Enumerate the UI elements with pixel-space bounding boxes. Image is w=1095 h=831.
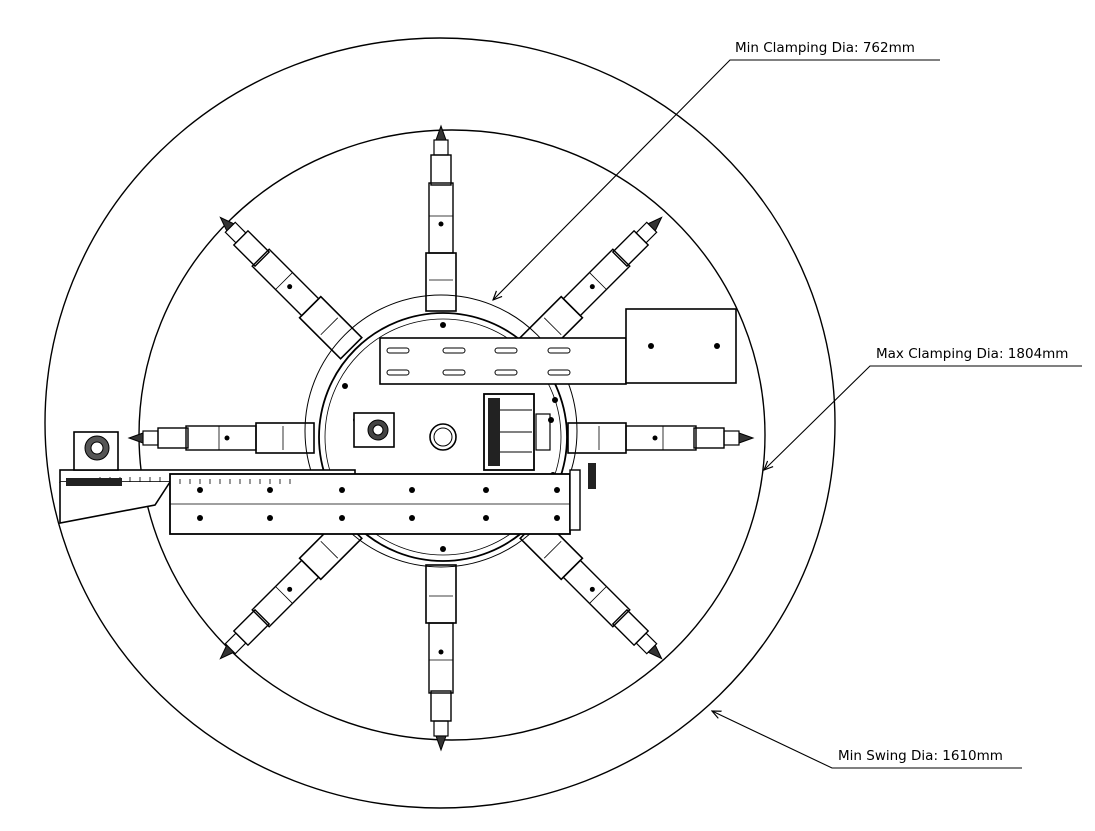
arm-n [425, 125, 457, 312]
max-clamping-circle [44, 37, 836, 809]
max-clamping-leader [764, 365, 1082, 470]
arm-sw [208, 516, 363, 671]
top-mount-plate [379, 308, 737, 385]
min-swing-label: Min Swing Dia: 1610mm [838, 748, 1003, 764]
max-clamping-label: Max Clamping Dia: 1804mm [876, 346, 1068, 362]
min-clamping-label: Min Clamping Dia: 762mm [735, 40, 915, 56]
dimension-leaders [493, 59, 1082, 769]
arm-s [425, 564, 457, 751]
horizontal-rail [59, 431, 596, 535]
arm-e [567, 422, 754, 454]
arm-se [519, 516, 674, 671]
arm-w [128, 422, 315, 454]
min-clamping-circle [304, 294, 578, 568]
reference-circles [44, 37, 836, 809]
min-clamping-leader [493, 59, 940, 300]
arm-nw [208, 205, 363, 360]
min-swing-leader [712, 711, 1022, 769]
